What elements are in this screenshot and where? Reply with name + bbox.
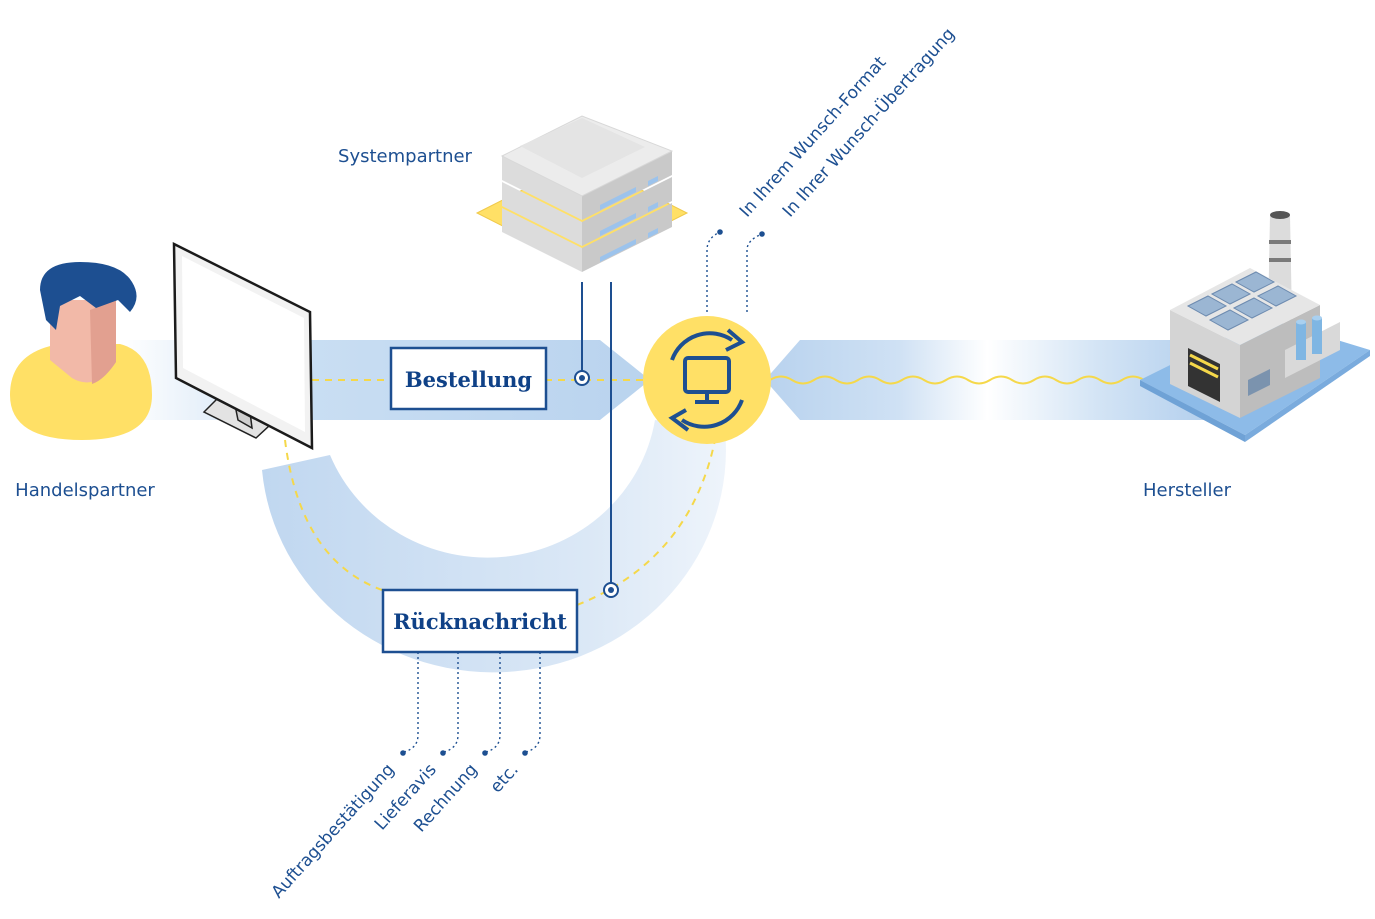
connector-dots [574, 370, 619, 598]
annotation-leaders [403, 231, 763, 753]
response-box-label: Rücknachricht [393, 609, 567, 634]
flow-band-arc [262, 420, 726, 673]
system-partner-label: Systempartner [338, 146, 473, 167]
response-box: Rücknachricht [381, 588, 579, 654]
order-box-label: Bestellung [405, 367, 532, 392]
response-type-order-confirmation: Auftragsbestätigung [268, 760, 399, 902]
factory-icon [1140, 211, 1370, 442]
person-icon [10, 262, 152, 440]
wavy-flow-line [769, 375, 1167, 385]
flow-band-right [765, 340, 1210, 420]
response-type-etc: etc. [487, 760, 523, 797]
monitor-icon [172, 241, 314, 451]
server-connector-lines [581, 282, 612, 588]
server-stack-icon [475, 115, 689, 272]
leader-end-dots [400, 229, 765, 756]
order-box: Bestellung [389, 346, 548, 411]
manufacturer-label: Hersteller [1143, 480, 1232, 501]
trading-partner-label: Handelspartner [15, 480, 155, 501]
sync-monitor-icon [643, 316, 771, 444]
annotation-transfer: In Ihrer Wunsch-Übertragung [777, 23, 959, 221]
